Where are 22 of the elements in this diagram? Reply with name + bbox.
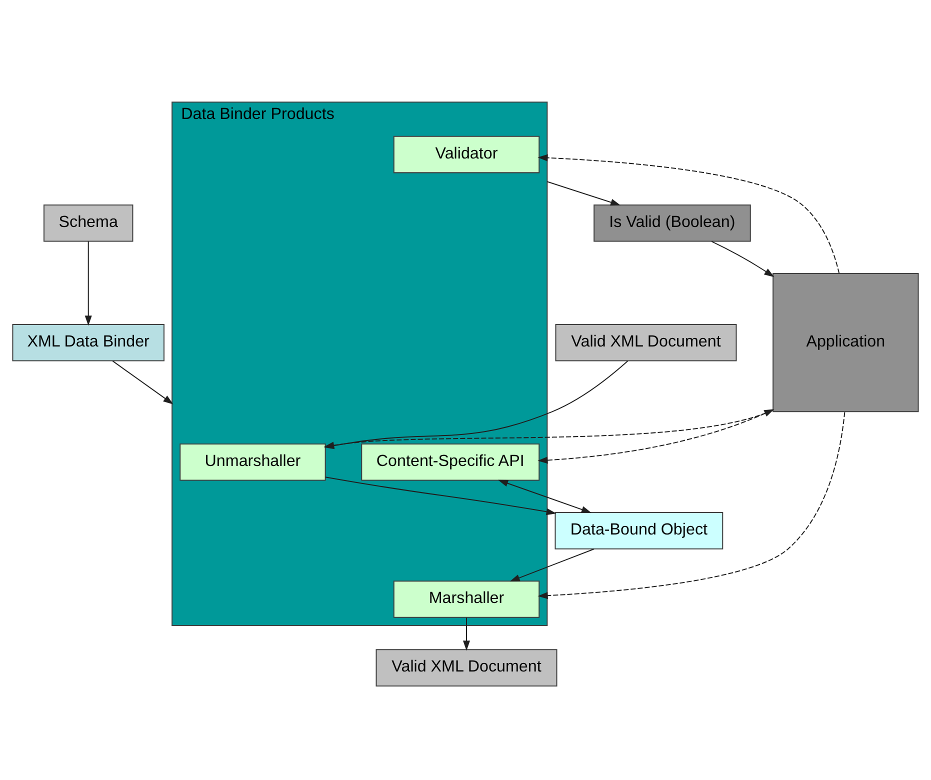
node-box: Valid XML Document: [555, 324, 737, 362]
arrow: [538, 409, 774, 464]
arrow: [538, 154, 840, 274]
arrow: [711, 240, 774, 278]
node-box: Marshaller: [393, 580, 540, 618]
arrow: [84, 241, 92, 326]
node-box: XML Data Binder: [12, 324, 164, 362]
node-box: Schema: [43, 204, 134, 242]
arrow: [538, 412, 846, 600]
node-box: Valid XML Document: [376, 649, 558, 686]
arrow: [462, 618, 470, 651]
arrow: [547, 181, 621, 206]
arrow: [498, 480, 592, 513]
node-box: Validator: [393, 136, 540, 174]
node-box: Application: [772, 273, 919, 412]
node-box: Content-Specific API: [361, 443, 540, 481]
node-box: Is Valid (Boolean): [594, 204, 751, 242]
arrow: [510, 548, 594, 582]
arrow: [112, 360, 174, 404]
node-box: Data-Bound Object: [554, 512, 724, 550]
arrow: [325, 476, 556, 516]
node-box: Unmarshaller: [180, 443, 326, 481]
